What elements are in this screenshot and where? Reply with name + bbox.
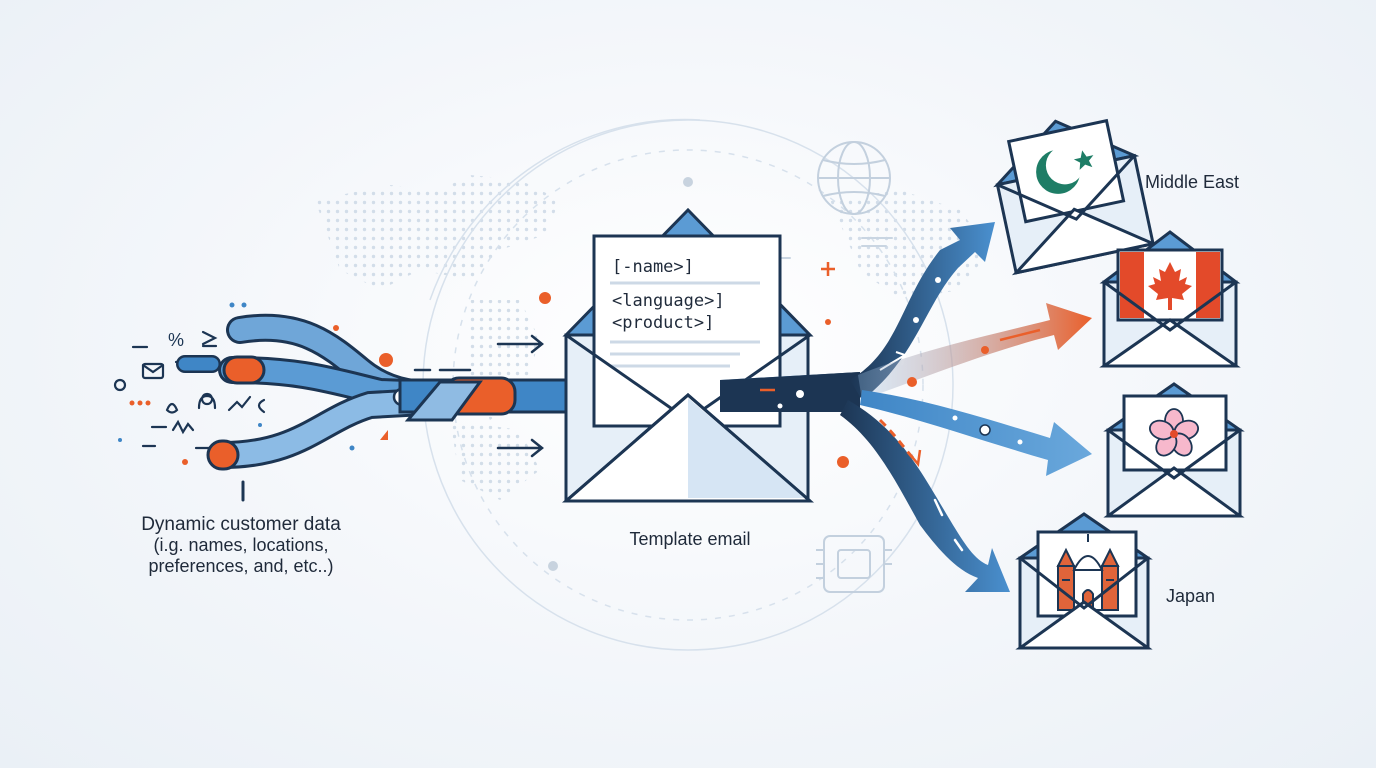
pipe-orange-ends — [206, 355, 412, 471]
person-icon — [197, 392, 217, 410]
globe-icon — [817, 141, 891, 215]
destination-label-japan: Japan — [1166, 586, 1216, 606]
orange-data-ticks — [129, 325, 339, 465]
customer-data-label-line3: preferences, and, etc..) — [148, 556, 334, 576]
data-sparkle-dots — [118, 302, 262, 442]
envelope-middle-east — [993, 118, 1158, 276]
landmark-building-icon — [1056, 534, 1120, 611]
percent-glyph: % — [168, 330, 184, 350]
arrow-to-canada — [858, 303, 1092, 400]
customer-data-label-line2: (i.g. names, locations, — [153, 535, 329, 555]
mail-icon — [141, 362, 165, 380]
envelope-japan — [1015, 512, 1153, 650]
arrow-to-japan — [840, 400, 1010, 592]
input-arrows — [413, 334, 545, 458]
output-stream-hub — [720, 372, 860, 412]
placeholder-product: <product>] — [612, 313, 714, 333]
chip-icon — [816, 535, 892, 593]
envelope-canada — [1099, 230, 1241, 368]
template-email-label: Template email — [629, 529, 751, 549]
customer-data-icons — [113, 330, 266, 502]
crescent-star-icon — [1036, 146, 1094, 194]
cherry-blossom-icon — [1148, 408, 1200, 457]
placeholder-name: [-name>] — [612, 257, 694, 277]
customer-data-label: Dynamic customer data (i.g. names, locat… — [96, 514, 386, 577]
arrow-to-blossom — [860, 390, 1092, 476]
envelope-blossom — [1103, 382, 1245, 518]
destination-label-middle-east: Middle East — [1145, 172, 1240, 192]
placeholder-language: <language>] — [612, 291, 725, 311]
accent-dots — [349, 262, 849, 468]
customer-data-label-line1: Dynamic customer data — [141, 514, 341, 535]
template-envelope — [561, 207, 815, 503]
